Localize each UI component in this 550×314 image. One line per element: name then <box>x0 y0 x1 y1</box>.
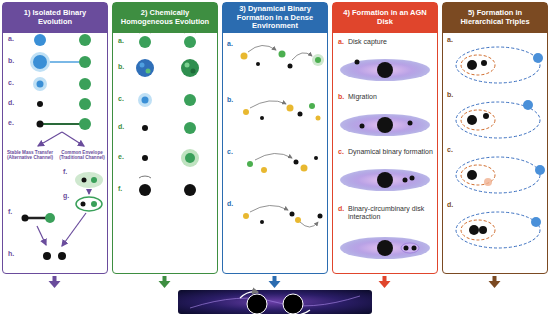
panel-4-art <box>340 59 430 259</box>
panel-heading: 5) Formation in Hierarchical Triples <box>443 3 547 33</box>
step-letter: a. <box>447 36 457 44</box>
step-letter: c. <box>447 146 457 154</box>
panel-heading: 2) Chemically Homogeneous Evolution <box>113 3 217 33</box>
step-letter: a. <box>118 37 130 45</box>
step-letter: c. <box>227 148 239 156</box>
step-letter: b. <box>8 57 20 65</box>
step-letter: b. <box>118 63 130 71</box>
merger-image <box>178 290 372 314</box>
step-caption: Binary-circumbinary disk interaction <box>348 205 434 220</box>
step-letter: d. <box>227 200 239 208</box>
channel-panel: 1) Isolated Binary Evolution <box>2 2 108 274</box>
panel-5-art <box>456 47 545 248</box>
panel-1-art <box>22 34 104 260</box>
channel-panel: 3) Dynamical Binary Formation in a Dense… <box>222 2 328 274</box>
step-caption: Migration <box>348 93 430 101</box>
step-letter: a. <box>227 40 239 48</box>
step-letter: d. <box>8 99 20 107</box>
step-letter: a. <box>338 38 348 46</box>
step-letter: f. <box>8 208 20 216</box>
channel-note: Stable Mass Transfer (Alternative Channe… <box>6 150 54 160</box>
step-letter: a. <box>8 35 20 43</box>
step-letter: g. <box>63 192 73 200</box>
panel-3-art <box>248 45 318 227</box>
step-caption: Dynamical binary formation <box>348 148 434 156</box>
step-letter: b. <box>338 93 348 101</box>
channel-panel: 5) Formation in Hierarchical Triples <box>442 2 548 274</box>
step-letter: c. <box>118 95 130 103</box>
step-caption: Disk capture <box>348 38 430 46</box>
step-letter: c. <box>8 79 20 87</box>
step-letter: h. <box>8 250 20 258</box>
panel-heading: 1) Isolated Binary Evolution <box>3 3 107 33</box>
step-letter: b. <box>447 91 457 99</box>
step-letter: e. <box>118 153 130 161</box>
step-letter: d. <box>118 123 130 131</box>
step-letter: b. <box>227 96 239 104</box>
panel-heading: 3) Dynamical Binary Formation in a Dense… <box>223 3 327 33</box>
panel-2-art <box>136 31 199 196</box>
channel-panel: 2) Chemically Homogeneous Evolution <box>112 2 218 274</box>
panel-3-stars <box>241 51 325 225</box>
step-letter: d. <box>338 205 348 213</box>
step-letter: f. <box>118 185 130 193</box>
step-letter: e. <box>8 119 20 127</box>
step-letter: f. <box>63 168 73 176</box>
channel-note: Common Envelope (Traditional Channel) <box>58 150 106 160</box>
panel-heading: 4) Formation in an AGN Disk <box>333 3 437 33</box>
down-arrows <box>49 276 501 288</box>
step-letter: d. <box>447 201 457 209</box>
step-letter: c. <box>338 148 348 156</box>
